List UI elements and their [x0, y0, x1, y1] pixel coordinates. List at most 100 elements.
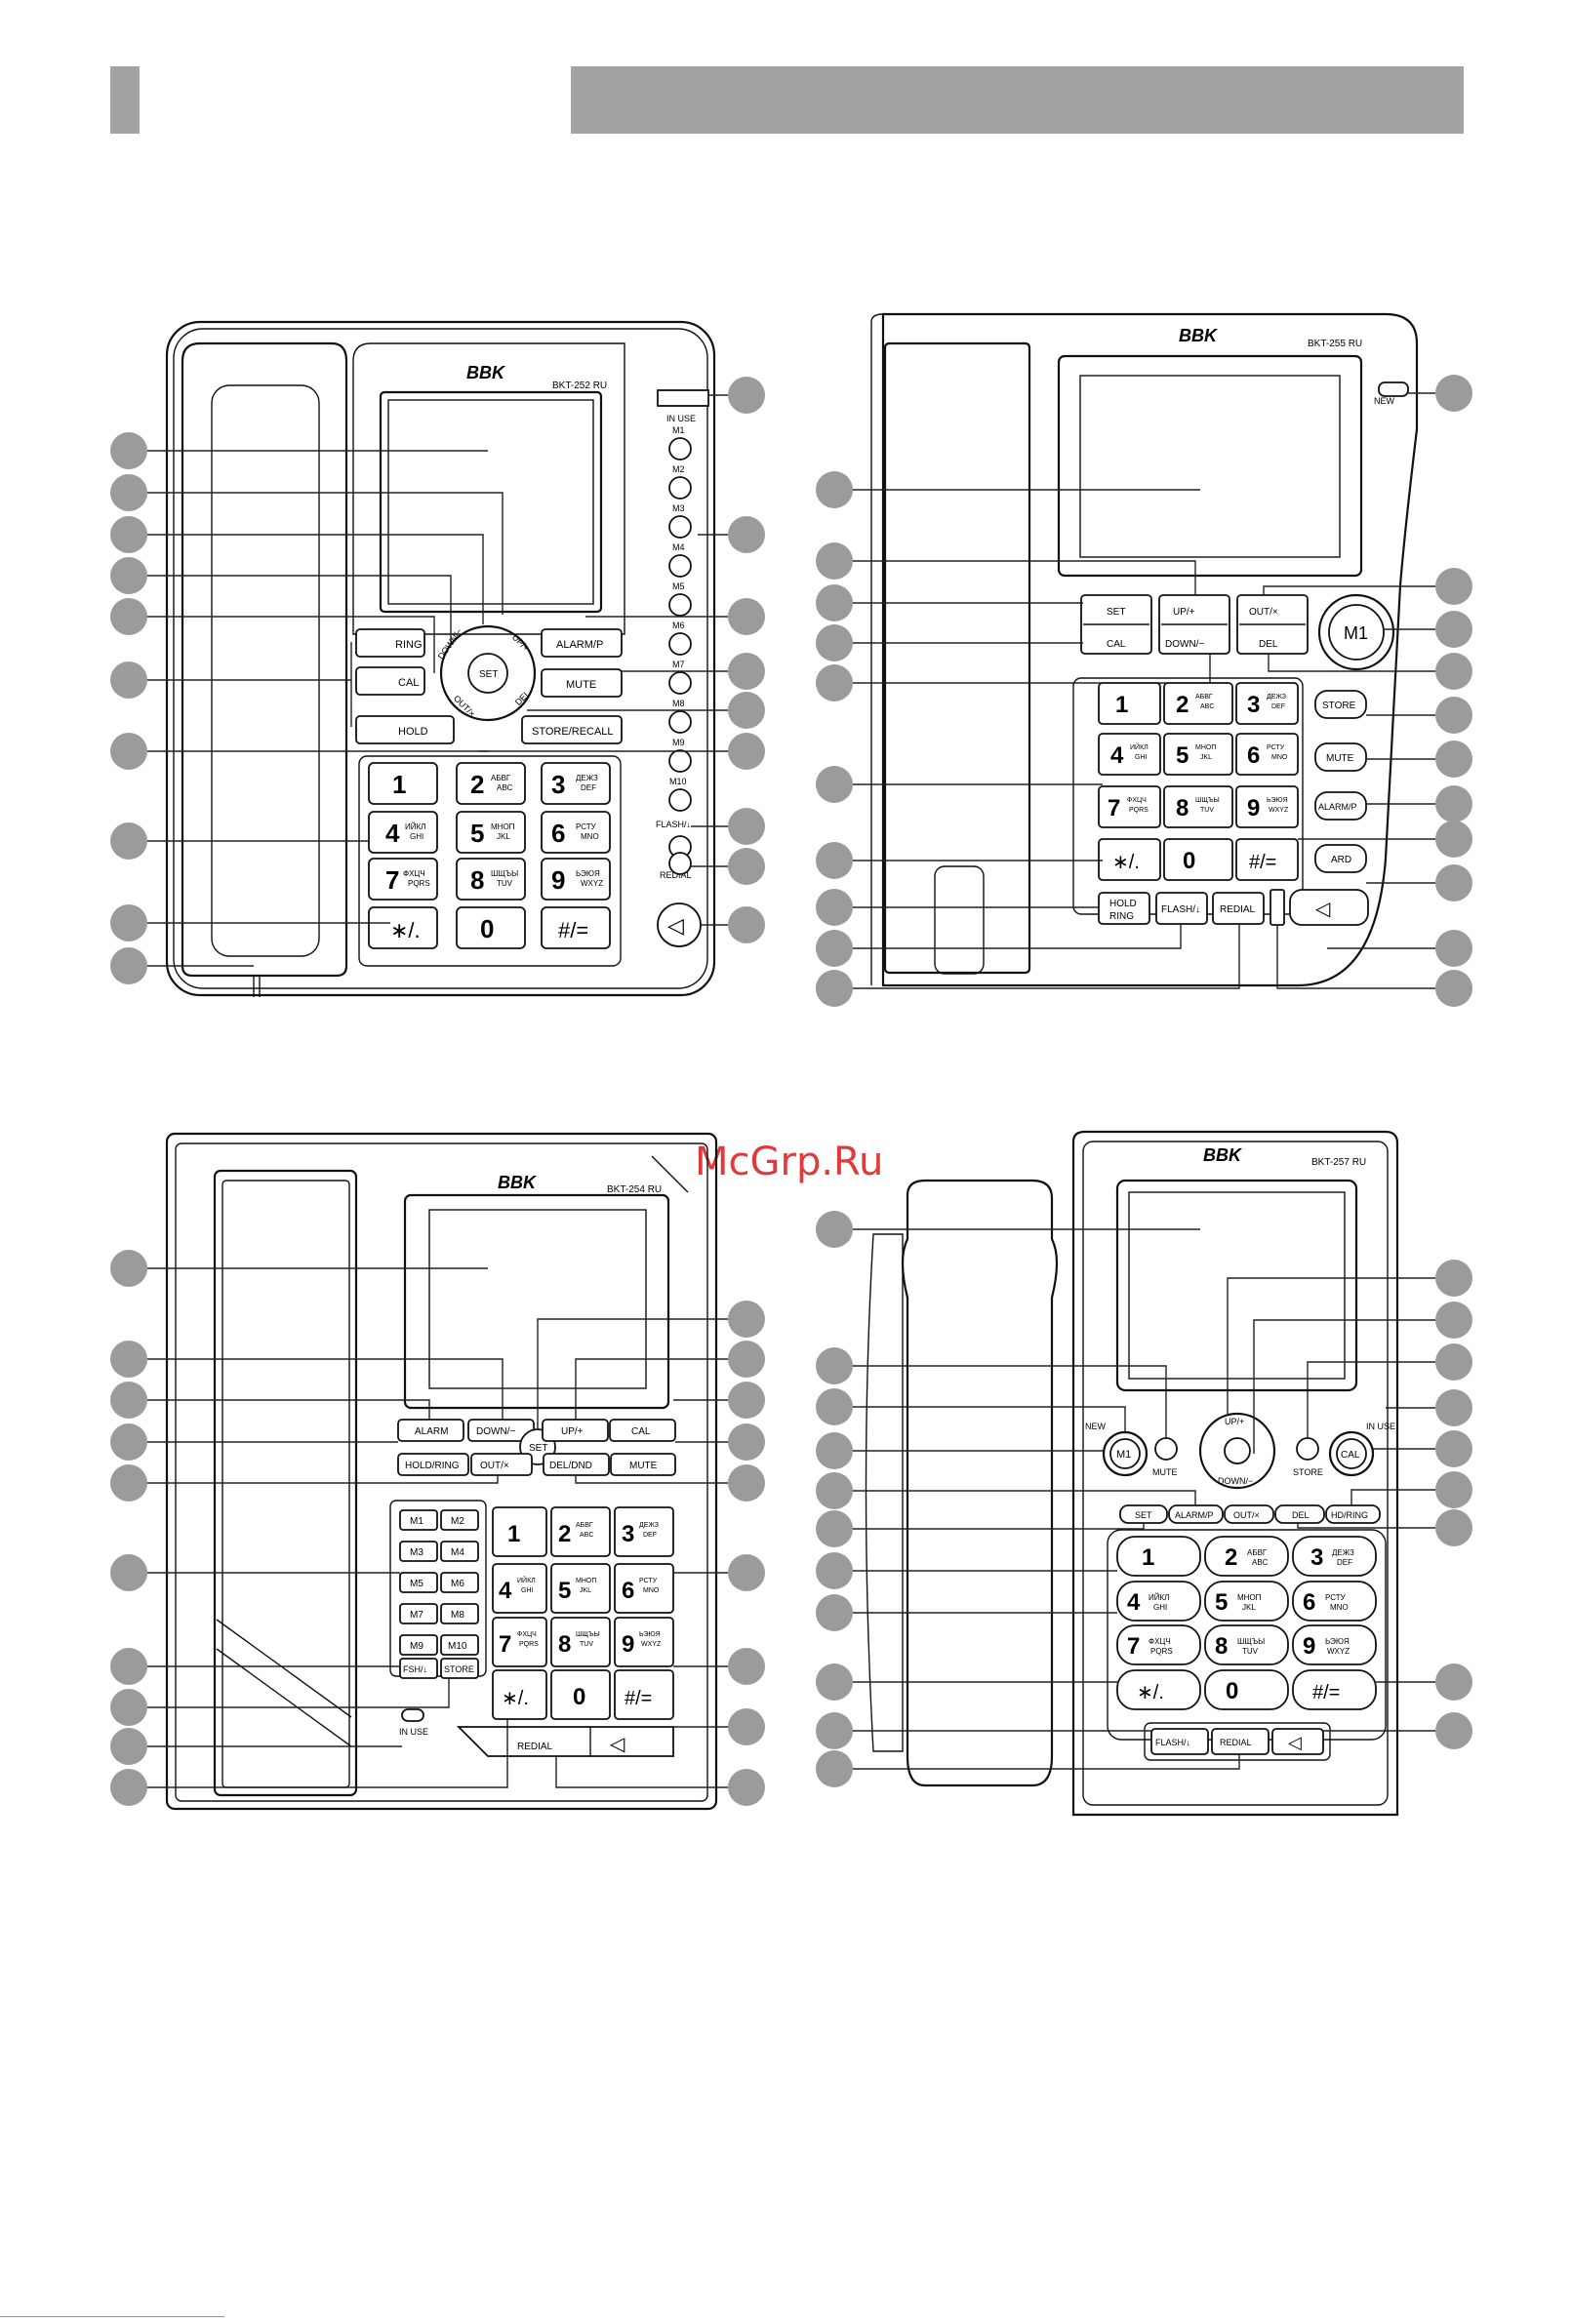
key-3[interactable]	[1292, 1536, 1377, 1577]
key-star[interactable]	[1116, 1669, 1201, 1710]
speaker-button[interactable]	[1289, 889, 1369, 926]
m10-button[interactable]	[440, 1634, 479, 1656]
m6-button[interactable]	[440, 1572, 479, 1593]
m3-button[interactable]	[399, 1541, 438, 1562]
m5-button[interactable]	[668, 593, 692, 617]
m7-button[interactable]	[668, 671, 692, 695]
m1-button[interactable]	[1109, 1438, 1141, 1469]
key-9[interactable]	[1292, 1624, 1377, 1665]
key-9[interactable]	[614, 1617, 674, 1667]
alarm-button[interactable]	[541, 628, 623, 658]
redial-button[interactable]	[1211, 1728, 1270, 1755]
key-6[interactable]	[614, 1563, 674, 1614]
flash-button[interactable]	[1155, 892, 1208, 925]
m8-button[interactable]	[668, 710, 692, 734]
key-4[interactable]	[1116, 1581, 1201, 1622]
cal-button[interactable]	[609, 1419, 676, 1442]
m2-button[interactable]	[668, 476, 692, 500]
m1-button[interactable]	[1328, 604, 1385, 661]
hold-ring-button[interactable]	[1098, 892, 1150, 925]
m8-button[interactable]	[440, 1603, 479, 1624]
key-0[interactable]	[550, 1669, 611, 1720]
handset[interactable]	[901, 1179, 1059, 1787]
nav-ring[interactable]	[439, 624, 537, 722]
del-button[interactable]	[1274, 1504, 1325, 1524]
set-button[interactable]	[467, 653, 508, 694]
ring-button[interactable]	[355, 628, 425, 658]
key-2[interactable]	[1204, 1536, 1289, 1577]
hold-ring-button[interactable]	[397, 1453, 469, 1476]
mute-button[interactable]	[1154, 1437, 1178, 1461]
key-3[interactable]	[541, 762, 611, 805]
m10-button[interactable]	[668, 788, 692, 812]
out-button[interactable]	[470, 1453, 533, 1476]
speaker-button[interactable]	[1271, 1728, 1324, 1755]
key-2[interactable]	[456, 762, 526, 805]
key-5[interactable]	[1204, 1581, 1289, 1622]
key-8[interactable]	[1204, 1624, 1289, 1665]
key-hash[interactable]	[614, 1669, 674, 1720]
m4-button[interactable]	[668, 554, 692, 578]
m7-button[interactable]	[399, 1603, 438, 1624]
out-button[interactable]	[1224, 1504, 1274, 1524]
key-2[interactable]	[1163, 682, 1233, 725]
alarm-button[interactable]	[1314, 791, 1367, 821]
handset[interactable]	[883, 341, 1031, 975]
key-star[interactable]	[492, 1669, 547, 1720]
key-4[interactable]	[368, 811, 438, 854]
key-9[interactable]	[1235, 785, 1299, 828]
m6-button[interactable]	[668, 632, 692, 656]
key-star[interactable]	[368, 906, 438, 949]
key-0[interactable]	[1163, 838, 1233, 881]
cal-button[interactable]	[1336, 1438, 1367, 1469]
m9-button[interactable]	[399, 1634, 438, 1656]
key-7[interactable]	[368, 858, 438, 901]
alarm-button[interactable]	[397, 1419, 464, 1442]
key-8[interactable]	[550, 1617, 611, 1667]
redial-button[interactable]	[668, 852, 692, 875]
key-6[interactable]	[541, 811, 611, 854]
key-7[interactable]	[1116, 1624, 1201, 1665]
key-8[interactable]	[1163, 785, 1233, 828]
ok-button[interactable]	[1224, 1437, 1251, 1464]
redial-label[interactable]: REDIAL	[517, 1742, 553, 1752]
m9-button[interactable]	[668, 749, 692, 773]
store-button[interactable]	[1296, 1437, 1319, 1461]
key-hash[interactable]	[1292, 1669, 1377, 1710]
mute-button[interactable]	[610, 1453, 676, 1476]
key-6[interactable]	[1235, 733, 1299, 776]
cal-button[interactable]	[355, 666, 425, 696]
key-3[interactable]	[1235, 682, 1299, 725]
key-1[interactable]	[1116, 1536, 1201, 1577]
key-1[interactable]	[1098, 682, 1161, 725]
store-button[interactable]	[1314, 690, 1367, 719]
store-button[interactable]	[440, 1658, 479, 1679]
key-4[interactable]	[492, 1563, 547, 1614]
store-recall-button[interactable]	[521, 715, 623, 744]
key-9[interactable]	[541, 858, 611, 901]
key-0[interactable]	[1204, 1669, 1289, 1710]
key-2[interactable]	[550, 1506, 611, 1557]
key-3[interactable]	[614, 1506, 674, 1557]
ard-button[interactable]	[1314, 844, 1367, 873]
key-hash[interactable]	[1235, 838, 1299, 881]
hold-button[interactable]	[355, 715, 455, 744]
key-hash[interactable]	[541, 906, 611, 949]
m1-button[interactable]	[668, 437, 692, 461]
redial-button[interactable]	[1212, 892, 1265, 925]
flash-button[interactable]	[399, 1658, 438, 1679]
key-6[interactable]	[1292, 1581, 1377, 1622]
key-7[interactable]	[1098, 785, 1161, 828]
nav-ring[interactable]	[1198, 1412, 1276, 1490]
m5-button[interactable]	[399, 1572, 438, 1593]
key-1[interactable]	[492, 1506, 547, 1557]
mute-button[interactable]	[1314, 742, 1367, 772]
key-7[interactable]	[492, 1617, 547, 1667]
m4-button[interactable]	[440, 1541, 479, 1562]
key-1[interactable]	[368, 762, 438, 805]
m1-button[interactable]	[399, 1509, 438, 1531]
mute-button[interactable]	[541, 668, 623, 698]
key-0[interactable]	[456, 906, 526, 949]
handset[interactable]	[181, 341, 348, 978]
key-8[interactable]	[456, 858, 526, 901]
